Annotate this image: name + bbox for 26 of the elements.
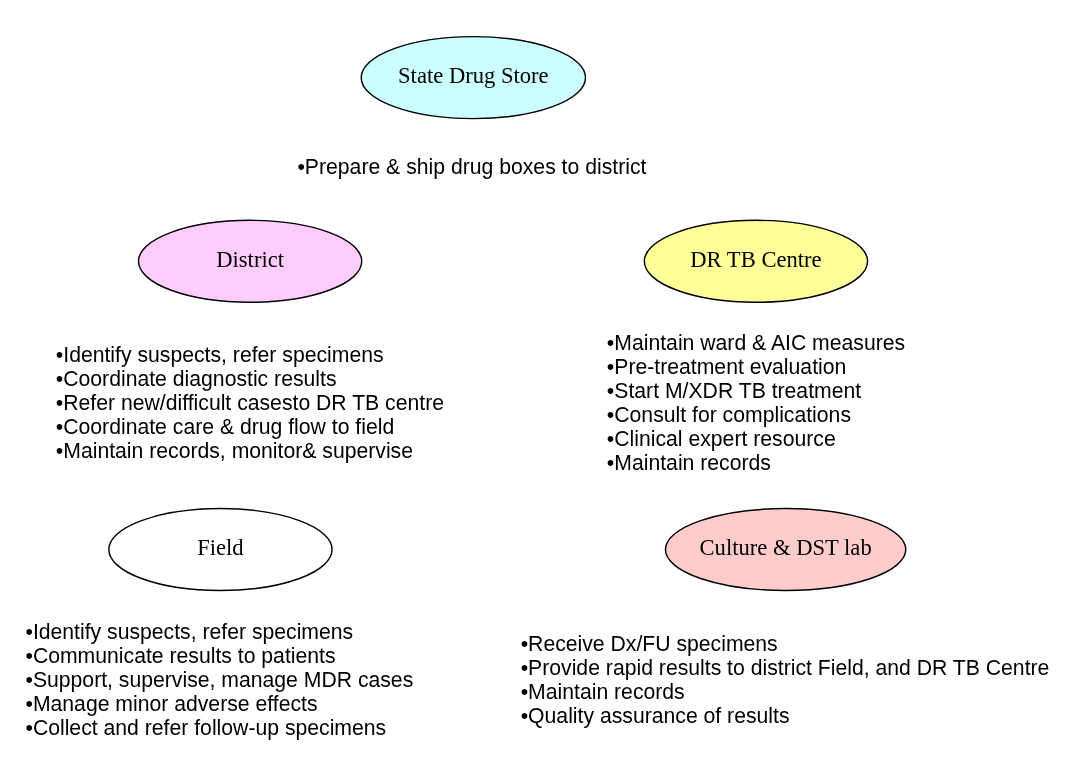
node-ellipse: State Drug Store xyxy=(360,35,587,120)
node-label: •Maintain records xyxy=(520,679,685,703)
node-label: •Coordinate diagnostic results xyxy=(55,367,337,391)
node-label: •Quality assurance of results xyxy=(520,703,790,727)
node-label: •Refer new/difficult casesto DR TB centre xyxy=(55,391,445,415)
node-ellipse: Culture & DST lab xyxy=(664,507,907,592)
node-ellipse: District xyxy=(137,219,363,303)
node-label: •Identify suspects, refer specimens xyxy=(55,343,384,367)
node-ellipse: DR TB Centre xyxy=(643,219,869,303)
node-label: •Pre-treatment evaluation xyxy=(606,355,847,379)
node-label: •Prepare & ship drug boxes to district xyxy=(297,155,647,179)
node-label: •Manage minor adverse effects xyxy=(25,691,318,715)
node-label: •Receive Dx/FU specimens xyxy=(520,631,778,655)
node-label: •Maintain records, monitor& supervise xyxy=(55,439,414,463)
node-label: •Coordinate care & drug flow to field xyxy=(55,415,395,439)
node-label: •Provide rapid results to district Field, and DR TB Centre xyxy=(520,655,1050,679)
node-label: •Collect and refer follow-up specimens xyxy=(25,715,387,739)
node-label: •Clinical expert resource xyxy=(606,427,836,451)
node-label: •Maintain records xyxy=(606,451,771,475)
node-ellipse: Field xyxy=(108,507,333,592)
node-label: •Support, supervise, manage MDR cases xyxy=(25,667,414,691)
node-label: •Identify suspects, refer specimens xyxy=(25,619,354,643)
node-label: •Communicate results to patients xyxy=(25,643,336,667)
node-label: •Start M/XDR TB treatment xyxy=(606,379,862,403)
node-label: •Consult for complications xyxy=(606,403,851,427)
node-label: •Maintain ward & AIC measures xyxy=(606,331,906,355)
